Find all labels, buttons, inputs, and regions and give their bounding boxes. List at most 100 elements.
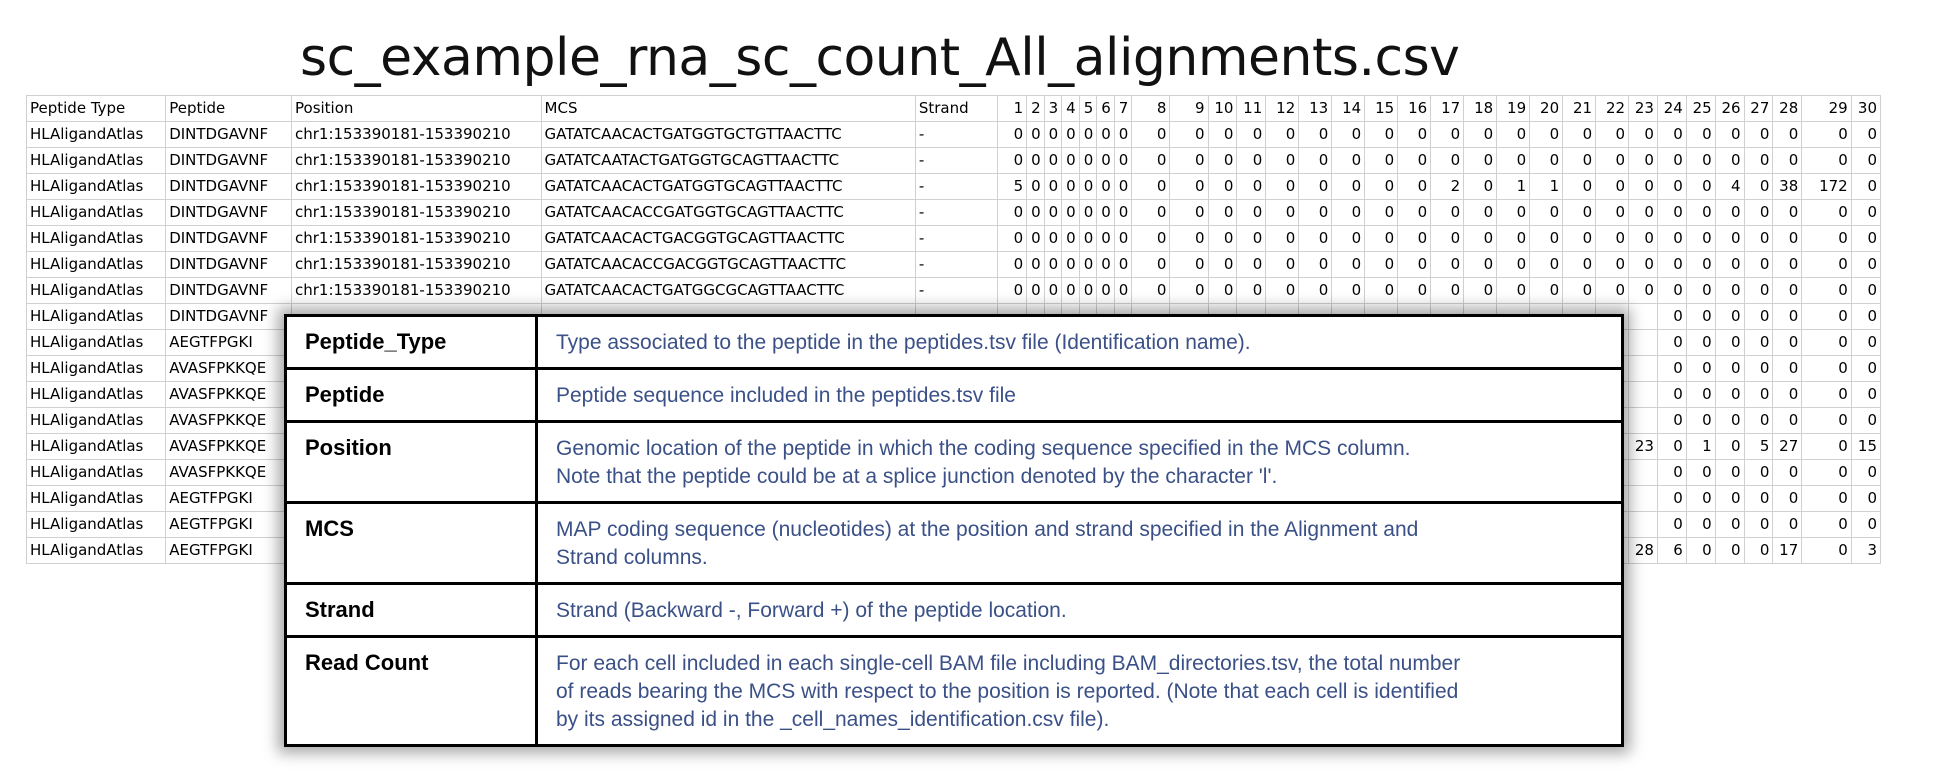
table-cell[interactable]: 23 [1628,433,1658,460]
table-cell[interactable]: 0 [1801,537,1852,564]
table-cell[interactable]: 0 [1772,225,1803,252]
table-cell[interactable]: 0 [1331,225,1366,252]
table-cell[interactable]: 0 [1850,459,1882,486]
table-cell[interactable]: 0 [1331,121,1366,148]
table-cell[interactable]: 0 [1850,121,1882,148]
table-cell[interactable]: 0 [1772,303,1803,330]
table-cell[interactable]: GATATCAATACTGATGGTGCAGTTAACTTC [540,147,916,174]
table-cell[interactable]: 0 [1096,225,1115,252]
table-cell[interactable]: HLAligandAtlas [25,355,167,382]
column-header[interactable]: 10 [1207,95,1238,122]
table-cell[interactable]: 0 [1743,355,1774,382]
table-cell[interactable]: 0 [1043,173,1063,200]
table-cell[interactable]: 0 [1113,277,1133,304]
table-cell[interactable]: 0 [1430,277,1465,304]
table-cell[interactable]: 0 [1850,303,1882,330]
table-cell[interactable]: 1 [1685,433,1716,460]
table-cell[interactable]: 0 [1656,329,1687,356]
table-cell[interactable]: 0 [1169,277,1209,304]
column-header[interactable]: 26 [1714,95,1745,122]
column-header[interactable]: 16 [1397,95,1432,122]
table-cell[interactable]: 0 [1714,251,1745,278]
table-cell[interactable]: 17 [1772,537,1803,564]
table-cell[interactable]: 0 [1298,147,1333,174]
table-cell[interactable]: chr1:153390181-153390210 [291,251,542,278]
table-cell[interactable]: 0 [1850,485,1882,512]
table-cell[interactable]: 0 [1529,251,1564,278]
table-cell[interactable]: 0 [1463,173,1498,200]
table-cell[interactable]: 0 [1169,251,1209,278]
table-cell[interactable]: 0 [1364,121,1399,148]
table-cell[interactable]: GATATCAACACCGACGGTGCAGTTAACTTC [540,251,916,278]
table-cell[interactable]: 0 [1595,277,1630,304]
column-header[interactable]: 19 [1496,95,1531,122]
table-cell[interactable]: 0 [1026,173,1045,200]
table-cell[interactable]: 0 [1772,121,1803,148]
table-cell[interactable]: 0 [1026,251,1045,278]
table-cell[interactable]: 0 [1496,251,1531,278]
table-cell[interactable]: 0 [1207,225,1238,252]
table-cell[interactable]: 0 [1656,121,1687,148]
table-cell[interactable]: AVASFPKKQE [165,355,292,382]
table-cell[interactable]: 0 [1628,173,1658,200]
table-cell[interactable]: chr1:153390181-153390210 [291,225,542,252]
table-cell[interactable]: 0 [1364,251,1399,278]
table-cell[interactable]: 2 [1430,173,1465,200]
table-cell[interactable]: 0 [1714,121,1745,148]
table-cell[interactable]: AVASFPKKQE [165,433,292,460]
table-cell[interactable]: 0 [1236,251,1267,278]
table-cell[interactable] [1628,459,1658,486]
table-cell[interactable]: 0 [1496,199,1531,226]
table-cell[interactable]: HLAligandAtlas [25,251,167,278]
table-cell[interactable]: 0 [1562,147,1597,174]
table-cell[interactable]: 0 [1265,173,1300,200]
column-header[interactable]: 22 [1595,95,1630,122]
table-cell[interactable]: 0 [1169,173,1209,200]
table-cell[interactable]: 0 [1207,121,1238,148]
column-header[interactable]: 23 [1628,95,1658,122]
table-cell[interactable]: 0 [1397,173,1432,200]
table-cell[interactable]: 0 [1298,277,1333,304]
column-header[interactable]: Peptide [165,95,292,122]
table-cell[interactable]: 1 [1496,173,1531,200]
table-cell[interactable]: 0 [1772,329,1803,356]
table-cell[interactable]: GATATCAACACCGATGGTGCAGTTAACTTC [540,199,916,226]
table-cell[interactable]: HLAligandAtlas [25,225,167,252]
table-cell[interactable]: 0 [1743,303,1774,330]
table-cell[interactable]: 0 [1656,303,1687,330]
table-cell[interactable]: 0 [1078,173,1098,200]
table-cell[interactable]: 0 [1656,407,1687,434]
table-cell[interactable]: 0 [1078,225,1098,252]
table-cell[interactable]: 0 [1628,121,1658,148]
table-cell[interactable]: 0 [1801,511,1852,538]
table-cell[interactable]: 0 [1562,277,1597,304]
table-cell[interactable]: HLAligandAtlas [25,381,167,408]
table-cell[interactable]: GATATCAACACTGATGGTGCAGTTAACTTC [540,173,916,200]
table-cell[interactable]: 0 [1685,173,1716,200]
table-cell[interactable]: AVASFPKKQE [165,381,292,408]
table-cell[interactable]: 0 [1096,173,1115,200]
table-cell[interactable]: 0 [1714,225,1745,252]
table-cell[interactable]: 172 [1801,173,1852,200]
table-cell[interactable]: 0 [997,199,1028,226]
table-cell[interactable]: 0 [1529,199,1564,226]
table-cell[interactable]: 0 [1364,147,1399,174]
table-cell[interactable]: HLAligandAtlas [25,511,167,538]
table-cell[interactable]: 0 [1743,199,1774,226]
column-header[interactable]: 29 [1801,95,1852,122]
table-cell[interactable]: 0 [1772,459,1803,486]
table-cell[interactable]: 0 [1850,251,1882,278]
table-cell[interactable]: 0 [1743,537,1774,564]
table-cell[interactable]: GATATCAACACTGATGGTGCTGTTAACTTC [540,121,916,148]
table-cell[interactable]: 0 [1628,251,1658,278]
table-cell[interactable]: AEGTFPGKI [165,485,292,512]
table-cell[interactable] [1628,381,1658,408]
table-cell[interactable]: 0 [1628,199,1658,226]
table-cell[interactable]: 0 [1850,225,1882,252]
table-cell[interactable]: 0 [1096,251,1115,278]
table-cell[interactable]: 6 [1656,537,1687,564]
table-cell[interactable]: 0 [1207,251,1238,278]
table-cell[interactable]: GATATCAACACTGATGGCGCAGTTAACTTC [540,277,916,304]
table-cell[interactable]: 0 [1364,225,1399,252]
table-cell[interactable]: DINTDGAVNF [165,147,292,174]
